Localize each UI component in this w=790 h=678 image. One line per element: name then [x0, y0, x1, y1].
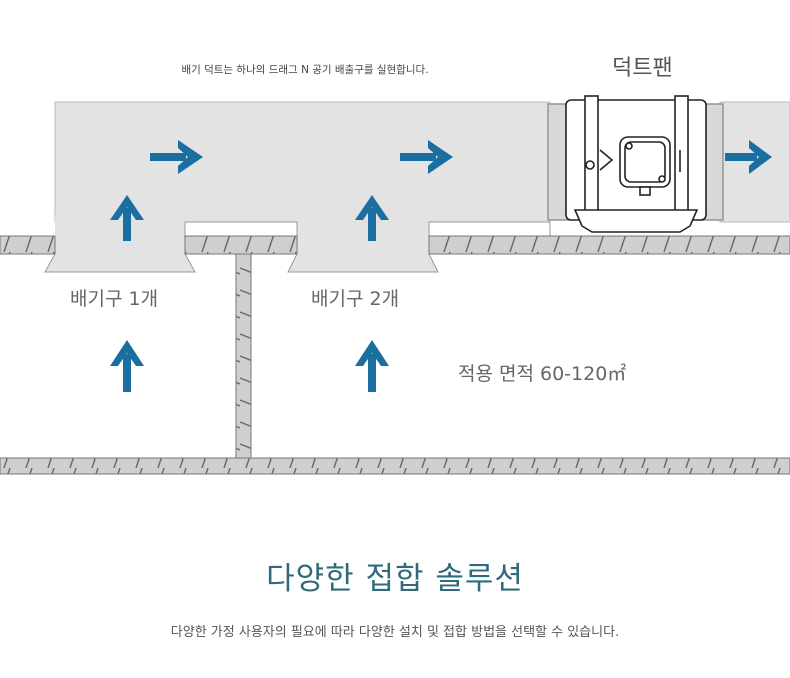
duct-fan-icon — [547, 95, 724, 233]
coverage-area-label: 적용 면적 60-120㎡ — [458, 363, 627, 385]
airflow-arrows — [110, 140, 772, 392]
arrow-up-icon — [355, 195, 389, 241]
outlet-2-label: 배기구 2개 — [311, 288, 400, 310]
outlet-1-label: 배기구 1개 — [70, 288, 159, 310]
arrow-right-icon — [400, 140, 453, 174]
section-subtitle: 다양한 가정 사용자의 필요에 따라 다양한 설치 및 접합 방법을 선택할 수… — [170, 625, 620, 640]
duct-fan-label: 덕트팬 — [612, 56, 673, 81]
arrow-up-icon — [110, 340, 144, 392]
arrow-up-icon — [110, 195, 144, 241]
arrow-up-icon — [355, 340, 389, 392]
arrow-right-icon — [725, 140, 772, 174]
diagram-caption: 배기 덕트는 하나의 드래그 N 공기 배출구를 실현합니다. — [181, 64, 429, 76]
floor-slab — [0, 457, 790, 475]
ceiling-slab — [0, 235, 790, 255]
exhaust-duct — [54, 101, 790, 240]
exhaust-outlet-1 — [44, 253, 196, 273]
section-heading: 다양한 접합 솔루션 — [266, 561, 524, 597]
exhaust-outlet-2 — [287, 253, 439, 273]
arrow-right-icon — [150, 140, 203, 174]
partition-wall — [235, 253, 252, 459]
